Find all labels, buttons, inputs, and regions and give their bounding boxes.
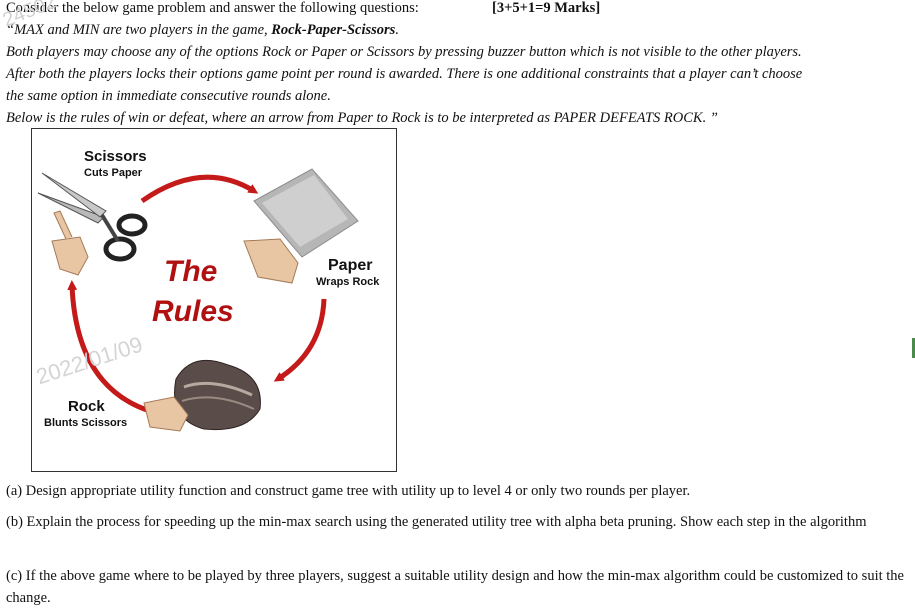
paper-hand-icon [243,238,299,284]
arrow-scissors-to-paper [140,174,259,204]
body-line-3: After both the players locks their optio… [6,66,803,82]
paper-title: Paper [328,257,372,274]
rock-hand-icon [143,396,189,432]
rules-figure: Scissors Cuts Paper Paper Wraps Rock Roc… [31,128,397,472]
marks-label: [3+5+1=9 Marks] [492,0,601,16]
arrow-rock-to-scissors [67,280,151,414]
edge-marker [912,338,915,358]
body-line-1: “MAX and MIN are two players in the game… [6,22,399,38]
question-a: (a) Design appropriate utility function … [6,483,691,499]
rock-title: Rock [68,398,105,415]
rock-image [174,359,261,431]
scissors-image [37,172,148,262]
rules-heading-line2: Rules [152,295,234,328]
body-line-1-text: “MAX and MIN are two players in the game… [6,22,272,38]
body-line-5: Below is the rules of win or defeat, whe… [6,110,718,126]
body-line-4: the same option in immediate consecutive… [6,88,331,104]
question-c: (c) If the above game where to be played… [6,568,904,606]
scissors-hand-icon [51,210,89,276]
paper-subtitle: Wraps Rock [316,276,380,288]
watermark-date: 2022/01/09 [33,331,145,389]
game-name: Rock-Paper-Scissors [271,22,396,38]
rules-heading-line1: The [164,255,217,288]
arrow-paper-to-rock [273,298,327,382]
body-line-2: Both players may choose any of the optio… [6,44,802,60]
rock-subtitle: Blunts Scissors [44,417,127,429]
scissors-title: Scissors [84,148,147,165]
intro-text: Consider the below game problem and answ… [6,0,419,16]
rules-diagram: Scissors Cuts Paper Paper Wraps Rock Roc… [33,148,380,432]
scissors-subtitle: Cuts Paper [84,167,143,179]
question-b: (b) Explain the process for speeding up … [6,514,867,530]
paper-image [253,168,359,258]
